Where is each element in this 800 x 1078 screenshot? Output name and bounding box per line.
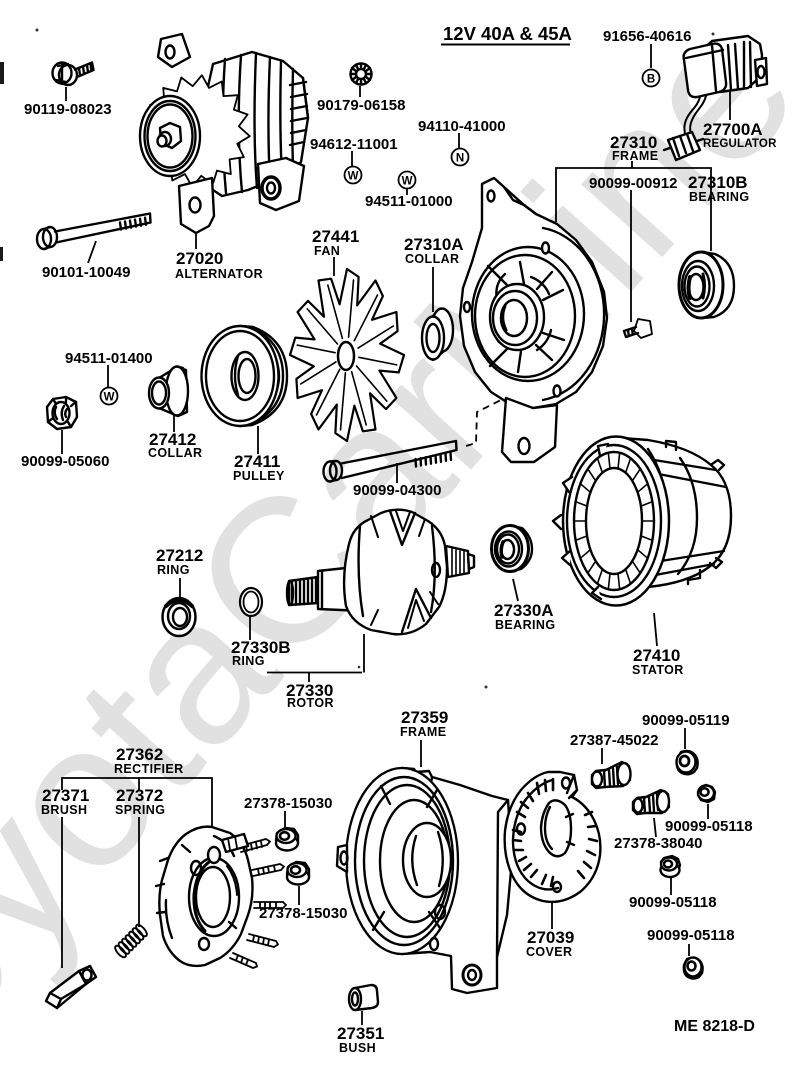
svg-text:27020: 27020: [176, 249, 223, 268]
svg-text:27378-38040: 27378-38040: [614, 835, 702, 852]
svg-text:27359: 27359: [401, 708, 448, 727]
svg-text:PULLEY: PULLEY: [233, 469, 285, 483]
svg-text:91656-40616: 91656-40616: [603, 28, 691, 45]
svg-text:ME 8218-D: ME 8218-D: [674, 1018, 755, 1035]
svg-text:27351: 27351: [337, 1024, 384, 1043]
svg-text:27330B: 27330B: [231, 638, 291, 657]
svg-text:27310A: 27310A: [404, 235, 464, 254]
svg-text:N: N: [456, 153, 464, 165]
svg-text:90099-05118: 90099-05118: [629, 894, 717, 911]
svg-text:90099-05119: 90099-05119: [642, 712, 730, 729]
svg-text:27410: 27410: [633, 646, 680, 665]
svg-text:W: W: [104, 392, 115, 404]
svg-text:94612-11001: 94612-11001: [310, 136, 398, 153]
svg-text:COVER: COVER: [526, 945, 572, 959]
svg-text:90099-00912: 90099-00912: [589, 175, 677, 192]
svg-text:90099-05060: 90099-05060: [21, 453, 109, 470]
svg-text:SPRING: SPRING: [115, 803, 165, 817]
svg-text:27039: 27039: [527, 928, 574, 947]
svg-text:27310B: 27310B: [688, 173, 748, 192]
svg-text:27387-45022: 27387-45022: [570, 732, 658, 749]
svg-text:COLLAR: COLLAR: [148, 446, 202, 460]
svg-text:BEARING: BEARING: [689, 190, 749, 204]
svg-text:W: W: [402, 176, 413, 188]
svg-text:27700A: 27700A: [703, 120, 763, 139]
svg-text:90099-05118: 90099-05118: [665, 818, 753, 835]
svg-text:27412: 27412: [149, 430, 196, 449]
svg-text:27372: 27372: [116, 786, 163, 805]
svg-text:BUSH: BUSH: [339, 1041, 376, 1055]
svg-text:90099-05118: 90099-05118: [647, 927, 735, 944]
svg-text:27330: 27330: [286, 681, 333, 700]
svg-text:ALTERNATOR: ALTERNATOR: [175, 267, 263, 281]
svg-text:27371: 27371: [42, 786, 89, 805]
svg-text:B: B: [647, 74, 655, 86]
svg-text:27378-15030: 27378-15030: [259, 905, 347, 922]
svg-text:12V 40A & 45A: 12V 40A & 45A: [443, 23, 572, 44]
svg-text:90101-10049: 90101-10049: [42, 264, 130, 281]
svg-text:FRAME: FRAME: [612, 149, 658, 163]
svg-text:COLLAR: COLLAR: [405, 252, 459, 266]
svg-text:RECTIFIER: RECTIFIER: [114, 762, 184, 776]
svg-text:BEARING: BEARING: [495, 618, 555, 632]
svg-text:W: W: [348, 171, 359, 183]
svg-text:RING: RING: [232, 654, 265, 668]
svg-text:94511-01000: 94511-01000: [365, 193, 453, 210]
svg-text:ROTOR: ROTOR: [287, 696, 334, 710]
svg-text:27310: 27310: [610, 133, 657, 152]
svg-text:90119-08023: 90119-08023: [24, 101, 112, 118]
svg-text:90179-06158: 90179-06158: [317, 97, 405, 114]
svg-text:REGULATOR: REGULATOR: [703, 138, 777, 150]
svg-text:27441: 27441: [312, 227, 359, 246]
svg-text:27378-15030: 27378-15030: [244, 795, 332, 812]
svg-text:BRUSH: BRUSH: [41, 803, 87, 817]
svg-text:FAN: FAN: [314, 244, 340, 258]
svg-text:27411: 27411: [234, 452, 280, 471]
svg-text:STATOR: STATOR: [632, 663, 684, 677]
svg-text:90099-04300: 90099-04300: [353, 482, 441, 499]
svg-text:27212: 27212: [156, 546, 203, 565]
svg-text:27330A: 27330A: [494, 601, 554, 620]
svg-text:27362: 27362: [116, 745, 163, 764]
svg-text:RING: RING: [157, 563, 190, 577]
svg-text:FRAME: FRAME: [400, 725, 446, 739]
svg-text:94110-41000: 94110-41000: [418, 118, 506, 135]
svg-text:94511-01400: 94511-01400: [65, 350, 153, 367]
